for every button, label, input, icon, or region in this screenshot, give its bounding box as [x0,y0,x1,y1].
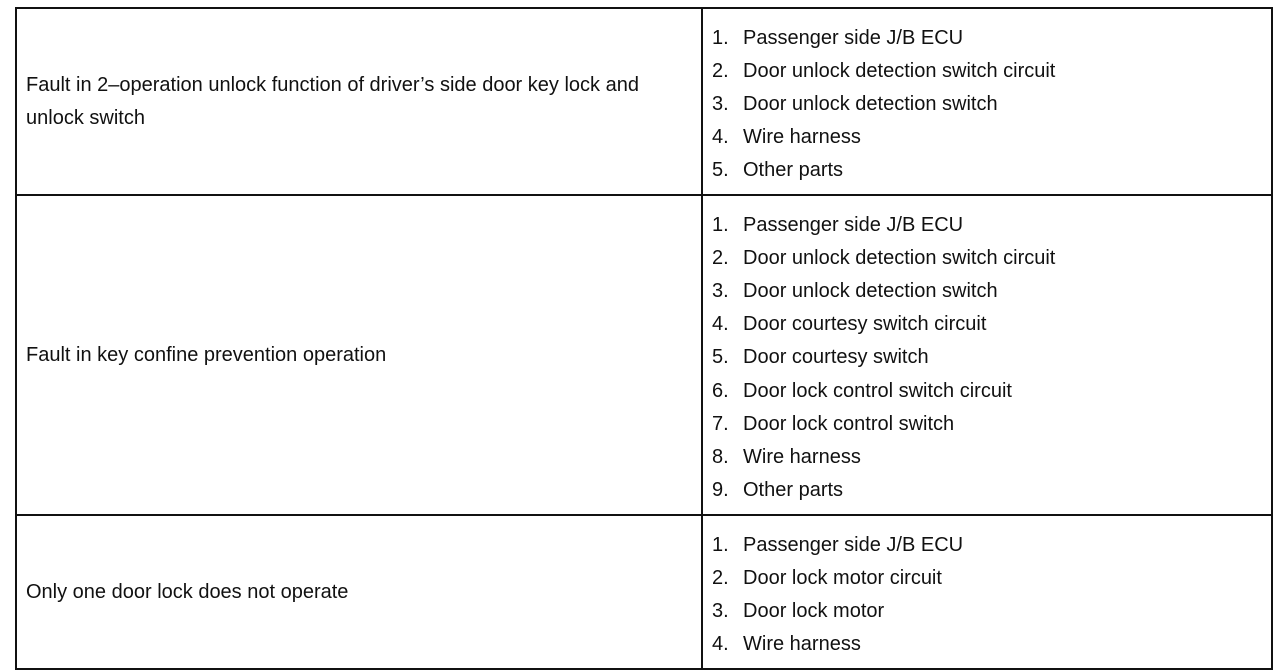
list-item: 7. Door lock control switch [712,408,1271,441]
item-number: 2. [712,566,729,589]
item-number: 2. [712,246,729,269]
list-item: 2. Door unlock detection switch circuit [712,242,1271,275]
list-item: 3. Door lock motor [712,595,1271,628]
suspect-parts-list: 1. Passenger side J/B ECU 2. Door lock mot… [712,529,1271,662]
symptom-cell: Fault in key confine prevention operatio… [15,194,703,516]
item-number: 1. [712,213,729,236]
item-text: Passenger side J/B ECU [743,213,964,236]
item-number: 5. [712,159,729,182]
item-number: 5. [712,346,729,369]
suspect-parts-cell: 1. Passenger side J/B ECU 2. Door unlock d… [701,194,1273,516]
list-item: 1. Passenger side J/B ECU [712,22,1271,55]
item-text: Other parts [743,479,844,502]
item-text: Wire harness [743,445,861,468]
list-item: 9. Other parts [712,474,1271,507]
symptom-cell: Only one door lock does not operate [15,514,703,670]
list-item: 5. Door courtesy switch [712,341,1271,374]
item-text: Door unlock detection switch circuit [743,59,1056,82]
item-number: 1. [712,26,729,49]
item-text: Door lock motor [743,600,885,622]
list-item: 4. Wire harness [712,628,1271,661]
list-item: 8. Wire harness [712,441,1271,474]
item-text: Passenger side J/B ECU [743,26,964,49]
item-number: 3. [712,280,729,303]
item-number: 3. [712,600,729,622]
item-text: Door courtesy switch [743,346,929,369]
suspect-parts-cell: 1. Passenger side J/B ECU 2. Door lock mot… [701,514,1273,670]
suspect-parts-list: 1. Passenger side J/B ECU 2. Door unlock d… [712,22,1271,188]
problem-symptoms-table: Fault in 2–operation unlock function of … [15,7,1273,670]
item-text: Door courtesy switch circuit [743,313,987,336]
suspect-parts-list: 1. Passenger side J/B ECU 2. Door unlock d… [712,209,1271,508]
list-item: 3. Door unlock detection switch [712,88,1271,121]
item-text: Door unlock detection switch [743,92,998,115]
item-number: 8. [712,445,729,468]
list-item: 3. Door unlock detection switch [712,275,1271,308]
item-text: Passenger side J/B ECU [743,533,964,556]
item-number: 7. [712,412,729,435]
item-text: Door lock control switch [743,412,955,435]
list-item: 1. Passenger side J/B ECU [712,209,1271,242]
item-text: Door lock motor circuit [743,566,942,589]
item-number: 4. [712,126,729,149]
suspect-parts-cell: 1. Passenger side J/B ECU 2. Door unlock d… [701,7,1273,196]
list-item: 2. Door unlock detection switch circuit [712,55,1271,88]
list-item: 1. Passenger side J/B ECU [712,529,1271,562]
item-number: 9. [712,479,729,502]
item-text: Wire harness [743,633,861,656]
list-item: 6. Door lock control switch circuit [712,375,1271,408]
list-item: 4. Wire harness [712,121,1271,154]
item-number: 4. [712,633,729,656]
item-number: 2. [712,59,729,82]
item-text: Door unlock detection switch circuit [743,246,1056,269]
table-row: Fault in key confine prevention operatio… [15,194,1273,516]
item-text: Wire harness [743,126,861,149]
list-item: 5. Other parts [712,154,1271,187]
symptom-cell: Fault in 2–operation unlock function of … [15,7,703,196]
table-row: Only one door lock does not operate 1. Pa… [15,514,1273,670]
table-row: Fault in 2–operation unlock function of … [15,7,1273,196]
item-number: 3. [712,92,729,115]
list-item: 4. Door courtesy switch circuit [712,308,1271,341]
list-item: 2. Door lock motor circuit [712,562,1271,595]
item-text: Other parts [743,159,844,182]
item-number: 1. [712,533,729,556]
item-number: 4. [712,313,729,336]
item-text: Door lock control switch circuit [743,379,1012,402]
item-number: 6. [712,379,729,402]
item-text: Door unlock detection switch [743,280,998,303]
